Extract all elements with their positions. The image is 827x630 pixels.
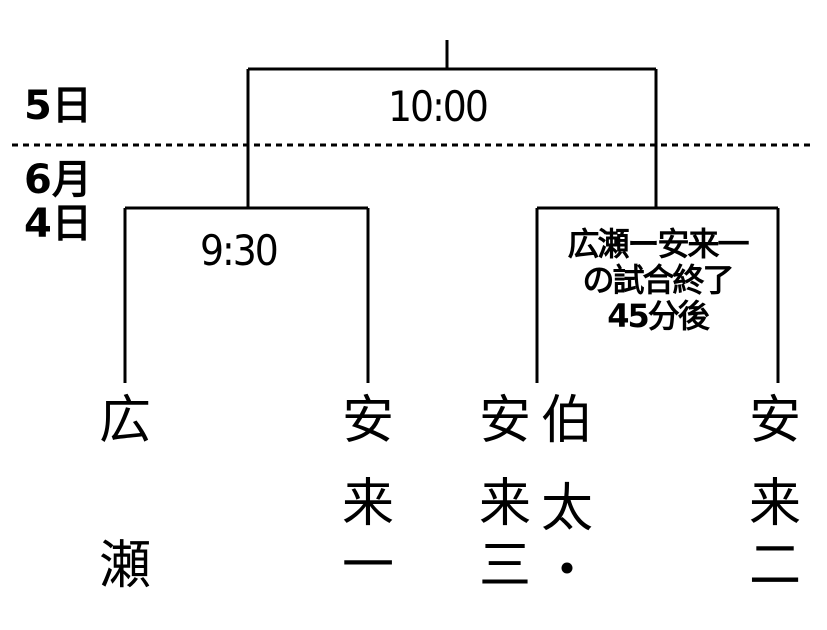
team-char: 安 (478, 391, 531, 451)
date-final-day: 5日 (24, 83, 92, 129)
team-char: 安 (341, 391, 394, 451)
team-char: 広 (98, 391, 151, 451)
team-hirose: 広 瀬 (95, 395, 155, 592)
team-char: 二 (748, 536, 801, 596)
team-char: 伯 (540, 391, 593, 451)
team-yasugi-2: 安 来 二 (745, 395, 805, 592)
date-semi-day: 4日 (24, 201, 92, 247)
team-yasugi-1: 安 来 一 (338, 395, 398, 592)
final-time: 10:00 (388, 82, 489, 131)
semi-right-note: 広瀬ー安来一 の試合終了 45分後 (541, 226, 774, 334)
note-line-1: 広瀬ー安来一 (567, 225, 749, 263)
team-char: 来 (341, 474, 394, 534)
team-char: 瀬 (98, 536, 151, 596)
team-char: 来 (478, 474, 531, 534)
date-month: 6月 (24, 157, 92, 203)
note-line-3: 45分後 (607, 297, 710, 335)
team-char: ・ (540, 541, 593, 601)
semi-left-time: 9:30 (200, 226, 279, 275)
team-hakuta: 伯 太 ・ (537, 395, 597, 597)
team-char: 太 (540, 479, 593, 539)
team-char: 一 (341, 536, 394, 596)
note-line-2: の試合終了 (582, 261, 734, 299)
team-char: 安 (748, 391, 801, 451)
team-char: 来 (748, 474, 801, 534)
team-char: 三 (478, 536, 531, 596)
team-yasugi-3: 安 来 三 (475, 395, 535, 592)
